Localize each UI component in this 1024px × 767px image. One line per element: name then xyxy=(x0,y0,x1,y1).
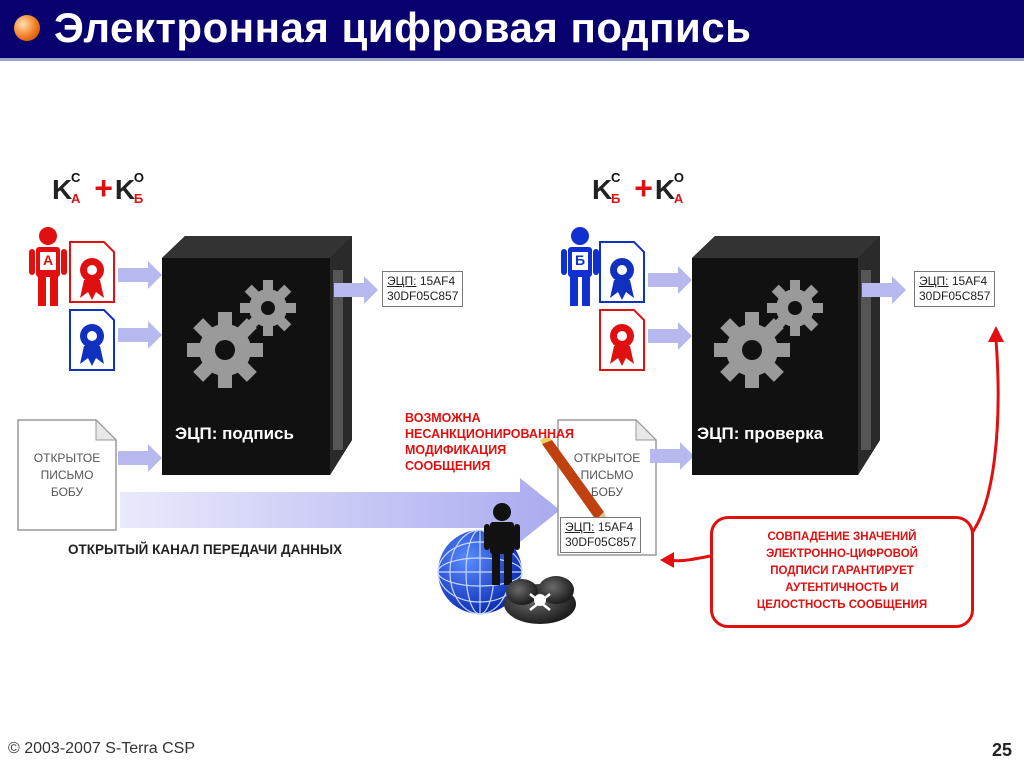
open-channel-arrow xyxy=(120,478,560,542)
footer-copyright: © 2003-2007 S-Terra CSP xyxy=(8,740,195,757)
arrow-key-b-to-sign xyxy=(118,321,162,349)
document-left-icon xyxy=(17,418,118,531)
document-middle-text: ОТКРЫТОЕ ПИСЬМО БОБУ xyxy=(573,451,641,499)
title-bar: Электронная цифровая подпись xyxy=(0,0,1024,61)
comparison-arrowhead-left xyxy=(660,552,674,568)
attacker-person-icon xyxy=(484,503,520,585)
title-bullet-icon xyxy=(14,15,40,41)
verification-box-caption: ЭЦП: проверка xyxy=(697,424,824,443)
arrow-key-a-to-sign xyxy=(118,261,162,289)
public-key-b-certificate-icon xyxy=(69,309,115,371)
document-left-text: ОТКРЫТОЕ ПИСЬМО БОБУ xyxy=(33,451,101,499)
skull-cloud-icon xyxy=(504,576,576,624)
signing-box-icon xyxy=(162,236,352,475)
public-key-a-certificate-icon xyxy=(599,309,645,371)
arrow-document-to-sign xyxy=(118,444,162,472)
private-key-a-certificate-icon xyxy=(69,241,115,303)
person-b-letter: Б xyxy=(574,252,586,268)
open-channel-label: ОТКРЫТЫЙ КАНАЛ ПЕРЕДАЧИ ДАННЫХ xyxy=(68,542,343,557)
verification-note: СОВПАДЕНИЕ ЗНАЧЕНИЙ ЭЛЕКТРОННО-ЦИФРОВОЙ … xyxy=(710,516,974,628)
verification-box-icon xyxy=(692,236,880,475)
person-a-icon xyxy=(29,227,67,306)
modification-warning: ВОЗМОЖНА НЕСАНКЦИОНИРОВАННАЯ МОДИФИКАЦИЯ… xyxy=(405,411,575,473)
slide-title: Электронная цифровая подпись xyxy=(54,4,752,51)
person-b-icon xyxy=(561,227,599,306)
signing-box-caption: ЭЦП: подпись xyxy=(175,424,294,443)
arrow-key-a-to-verify xyxy=(648,322,692,350)
private-key-b-certificate-icon xyxy=(599,241,645,303)
arrow-key-b-to-verify xyxy=(648,266,692,294)
comparison-arrowhead-up xyxy=(988,326,1004,342)
page-number: 25 xyxy=(992,740,1013,760)
person-a-letter: А xyxy=(42,252,54,268)
